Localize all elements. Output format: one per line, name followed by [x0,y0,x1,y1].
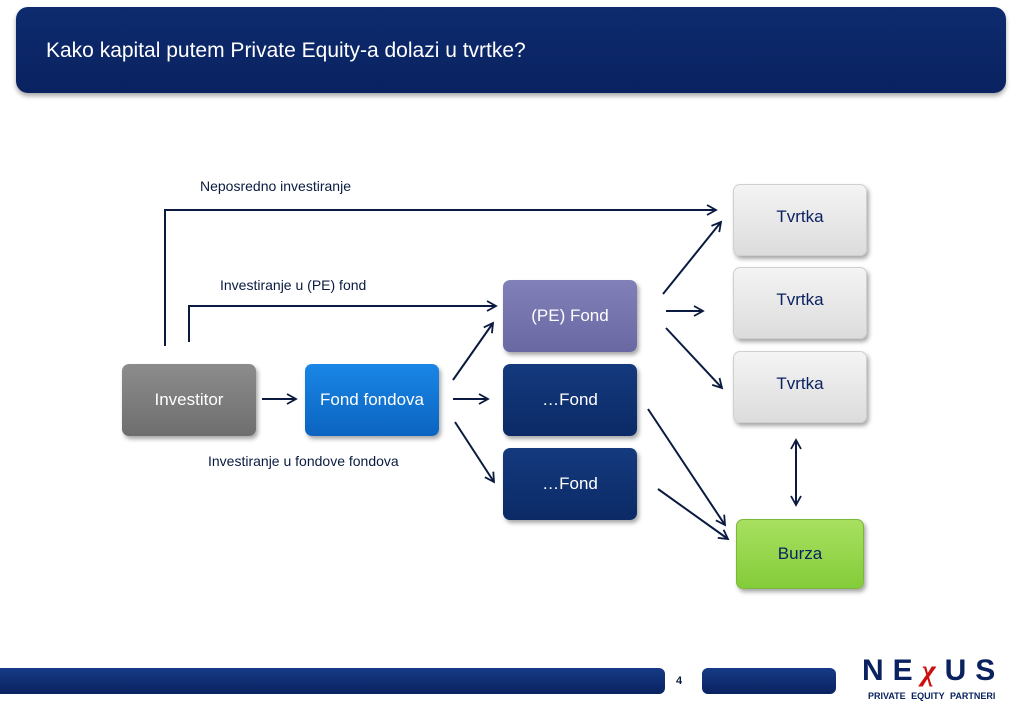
node-burza: Burza [736,519,864,589]
node-fond-2: …Fond [503,448,637,520]
label-pe-fund-investment: Investiranje u (PE) fond [220,277,367,293]
label-direct-investment: Neposredno investiranje [200,178,351,194]
footer-bar-right [702,668,836,694]
arrow-pe-to-tvrtka-1 [662,220,723,295]
footer-bar-left [0,668,665,694]
logo-wordmark: NEχUS [862,654,1004,688]
page-number: 4 [676,675,683,687]
arrow-pe-to-tvrtka-3 [665,327,724,390]
node-fond-fondova: Fond fondova [305,364,439,436]
logo-text-start: NE [862,654,922,687]
node-pe-fond: (PE) Fond [503,280,637,352]
arrow-direct-investment [164,204,718,346]
title-bar: Kako kapital putem Private Equity-a dola… [16,7,1006,93]
node-tvrtka-3: Tvrtka [733,351,867,423]
arrow-fof-to-pe-fund [452,321,495,381]
node-tvrtka-1: Tvrtka [733,184,867,256]
label-fof-investment: Investiranje u fondove fondova [208,453,399,469]
arrow-fund-2-to-burza [657,488,730,541]
arrow-to-pe-fund [188,300,498,342]
logo-subtitle: PRIVATE EQUITY PARTNERI [868,691,996,701]
node-tvrtka-2: Tvrtka [733,267,867,339]
node-investitor: Investitor [122,364,256,436]
logo-chi-letter: χ [921,654,945,687]
logo-text-end: US [944,654,1005,687]
nexus-logo: NEχUS PRIVATE EQUITY PARTNERI [858,654,1008,704]
arrow-fof-to-fund-2 [454,421,496,484]
arrow-fund-1-to-burza [647,408,727,527]
page-title: Kako kapital putem Private Equity-a dola… [46,39,526,62]
node-fond-1: …Fond [503,364,637,436]
